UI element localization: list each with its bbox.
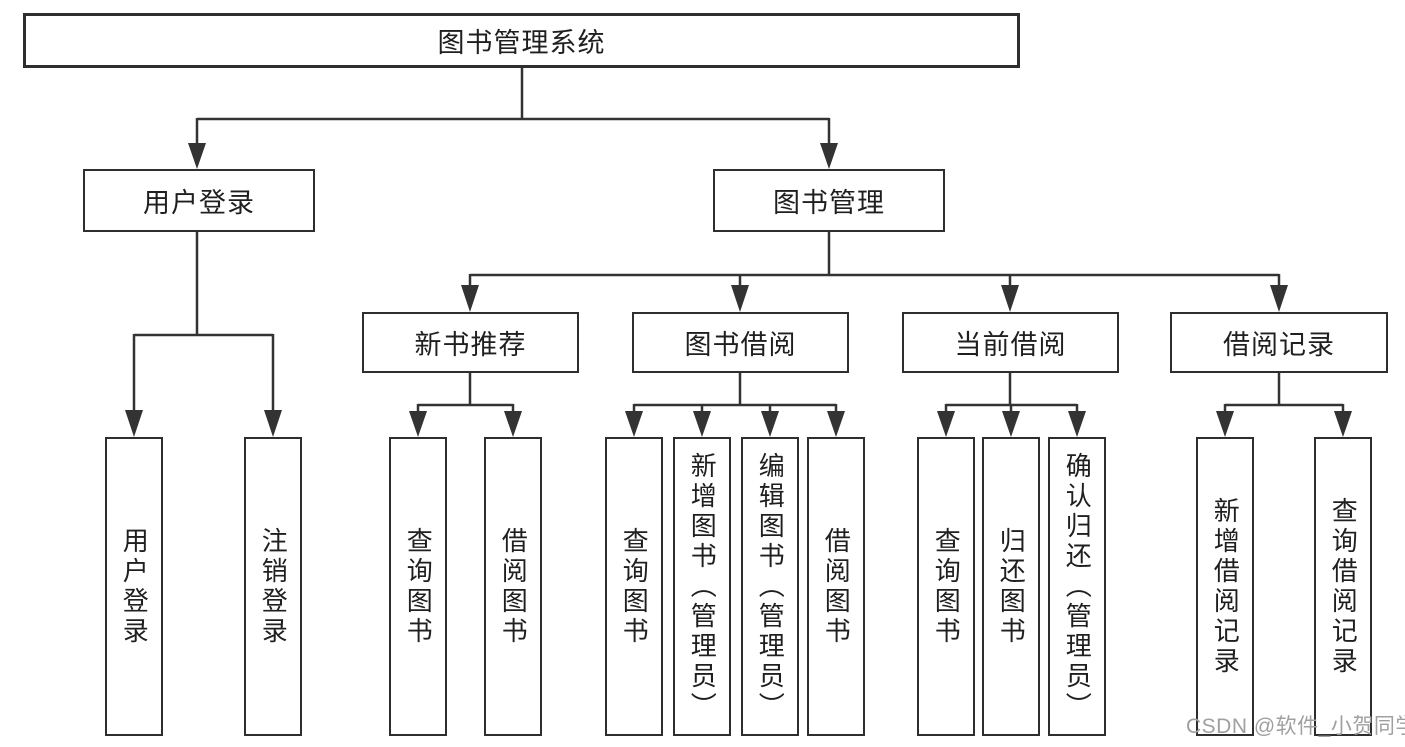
leaf-edit-books-admin: 编辑图书（管理员） <box>741 437 799 736</box>
node-label: 图书借阅 <box>684 330 797 360</box>
leaf-label: 借阅图书 <box>821 526 852 647</box>
leaf-label: 查询借阅记录 <box>1328 496 1359 677</box>
leaf-label: 注销登录 <box>258 526 289 647</box>
leaf-query-books-borrow: 查询图书 <box>605 437 663 736</box>
leaf-add-borrow-record: 新增借阅记录 <box>1196 437 1254 736</box>
node-label: 用户登录 <box>143 188 255 218</box>
node-book-borrowing: 图书借阅 <box>632 312 849 373</box>
node-new-book-recommend: 新书推荐 <box>362 312 579 373</box>
leaf-label: 查询图书 <box>619 526 650 647</box>
node-book-management: 图书管理 <box>713 169 945 232</box>
leaf-borrow-books: 借阅图书 <box>807 437 865 736</box>
leaf-label: 编辑图书（管理员） <box>755 451 786 722</box>
leaf-user-login: 用户登录 <box>105 437 163 736</box>
leaf-label: 用户登录 <box>119 526 150 647</box>
leaf-label: 查询图书 <box>931 526 962 647</box>
node-label: 图书管理 <box>773 188 885 218</box>
leaf-query-borrow-record: 查询借阅记录 <box>1314 437 1372 736</box>
leaf-label: 借阅图书 <box>498 526 529 647</box>
node-label: 借阅记录 <box>1223 330 1335 360</box>
leaf-borrow-books-recommend: 借阅图书 <box>484 437 542 736</box>
leaf-confirm-return-admin: 确认归还（管理员） <box>1048 437 1106 736</box>
leaf-add-books-admin: 新增图书（管理员） <box>673 437 731 736</box>
leaf-return-books: 归还图书 <box>982 437 1040 736</box>
leaf-label: 新增图书（管理员） <box>687 451 718 722</box>
node-library-management-system: 图书管理系统 <box>23 13 1020 68</box>
leaf-label: 查询图书 <box>403 526 434 647</box>
leaf-label: 确认归还（管理员） <box>1062 451 1093 722</box>
node-label: 图书管理系统 <box>437 28 606 58</box>
node-label: 新书推荐 <box>414 330 527 360</box>
leaf-query-books-recommend: 查询图书 <box>389 437 447 736</box>
node-current-borrowing: 当前借阅 <box>902 312 1119 373</box>
node-user-login: 用户登录 <box>83 169 315 232</box>
node-label: 当前借阅 <box>954 330 1067 360</box>
leaf-label: 归还图书 <box>996 526 1027 647</box>
node-borrowing-records: 借阅记录 <box>1170 312 1388 373</box>
leaf-query-books-current: 查询图书 <box>917 437 975 736</box>
leaf-label: 新增借阅记录 <box>1210 496 1241 677</box>
csdn-watermark: CSDN @软件_小贺同学 <box>1186 715 1405 738</box>
leaf-logout: 注销登录 <box>244 437 302 736</box>
